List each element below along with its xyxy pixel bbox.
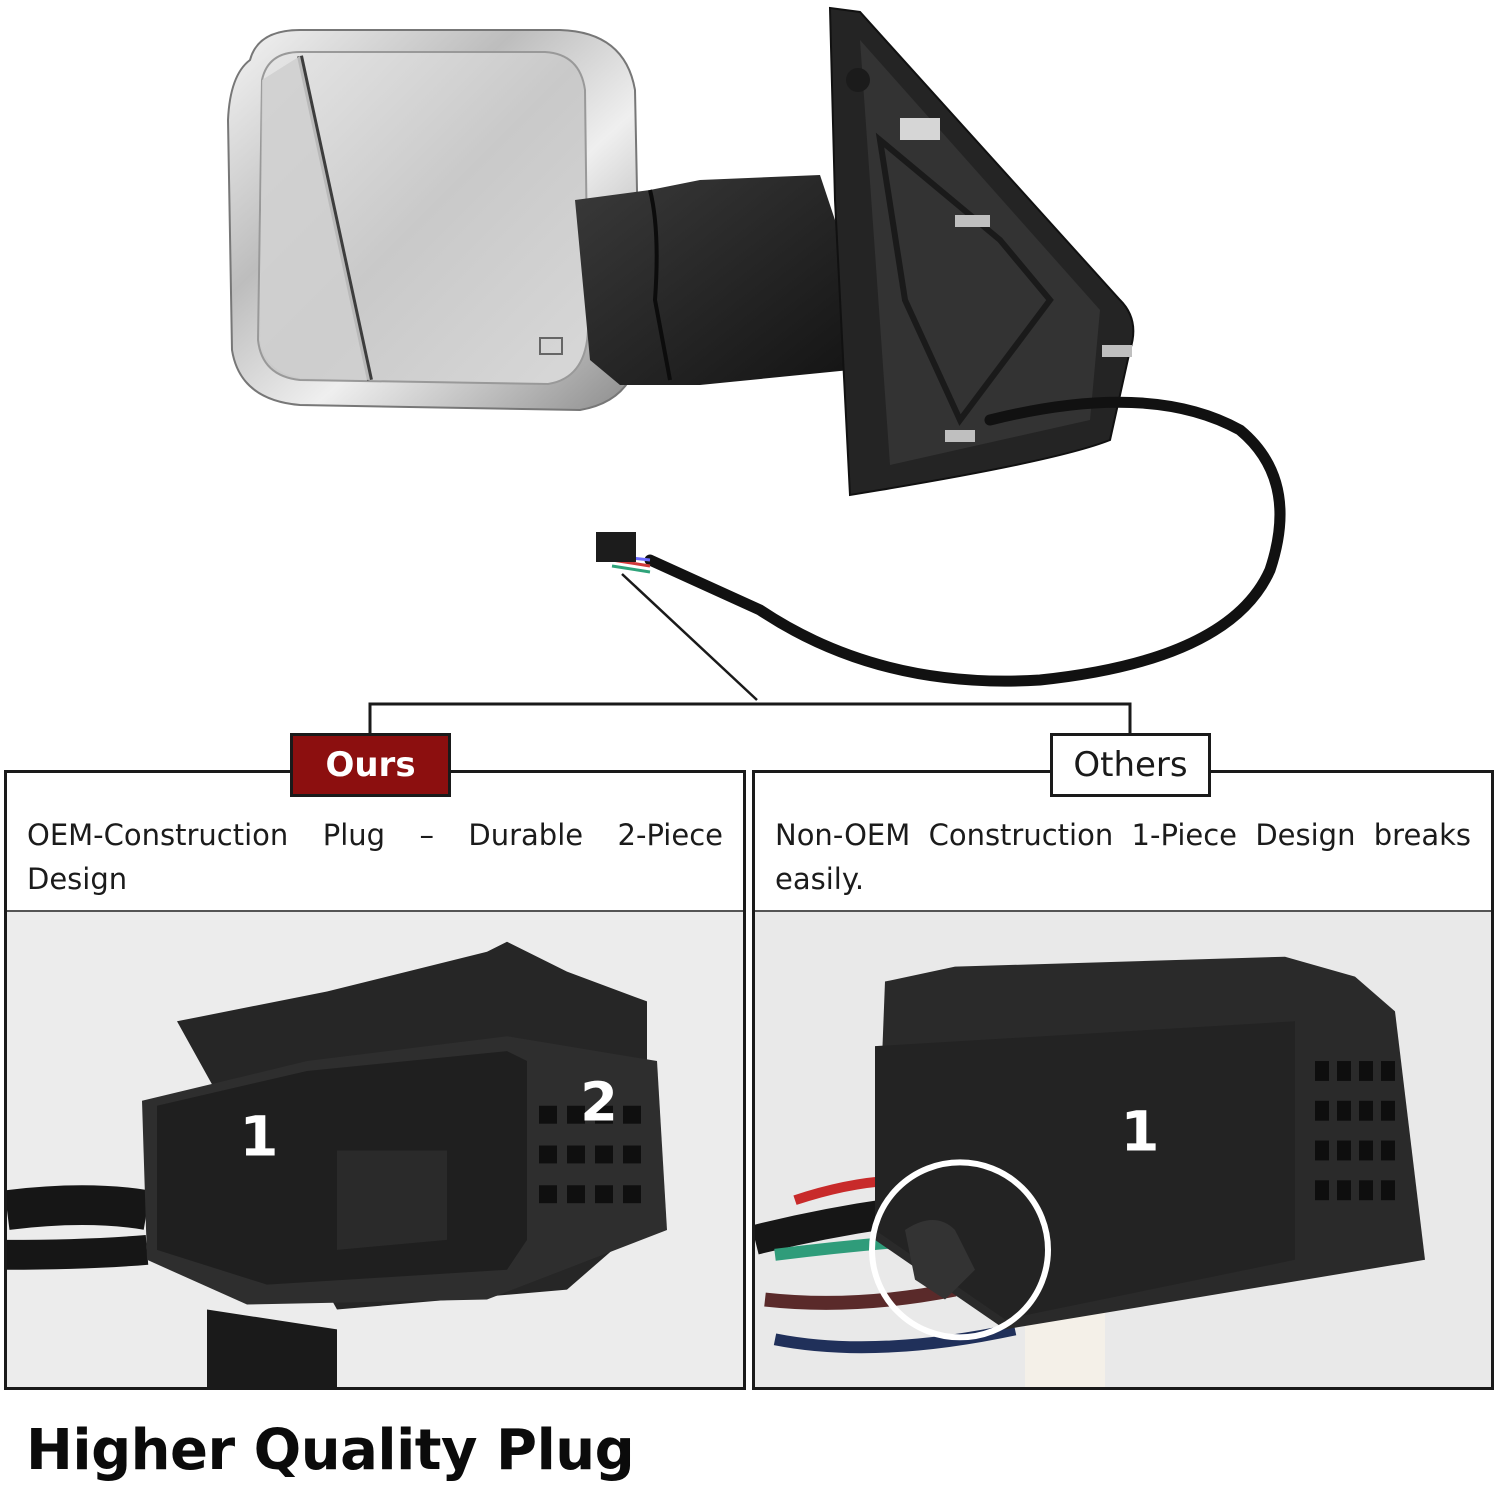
others-plug-photo: 1 (755, 912, 1491, 1387)
piece-label-1: 1 (240, 1105, 279, 1170)
mirror-product-photo (0, 0, 1500, 700)
wire-harness (644, 396, 1286, 687)
piece-label-2: 2 (580, 1071, 618, 1134)
ours-tag: Ours (290, 733, 451, 797)
ours-comparison-panel: OEM-Construction Plug – Durable 2-Piece … (4, 770, 746, 1390)
defect-highlight-circle (869, 1159, 1051, 1341)
others-description: Non-OEM Construction 1-Piece Design brea… (775, 818, 1471, 896)
others-comparison-panel: Non-OEM Construction 1-Piece Design brea… (752, 770, 1494, 1390)
ours-plug-photo: 1 2 (7, 912, 743, 1387)
mirror-arm (575, 175, 850, 385)
piece-label-1: 1 (1121, 1100, 1160, 1165)
panel-divider (755, 910, 1491, 912)
others-tag: Others (1050, 733, 1211, 797)
ours-description: OEM-Construction Plug – Durable 2-Piece … (27, 818, 723, 896)
page-title: Higher Quality Plug (26, 1418, 635, 1483)
panel-divider (7, 910, 743, 912)
